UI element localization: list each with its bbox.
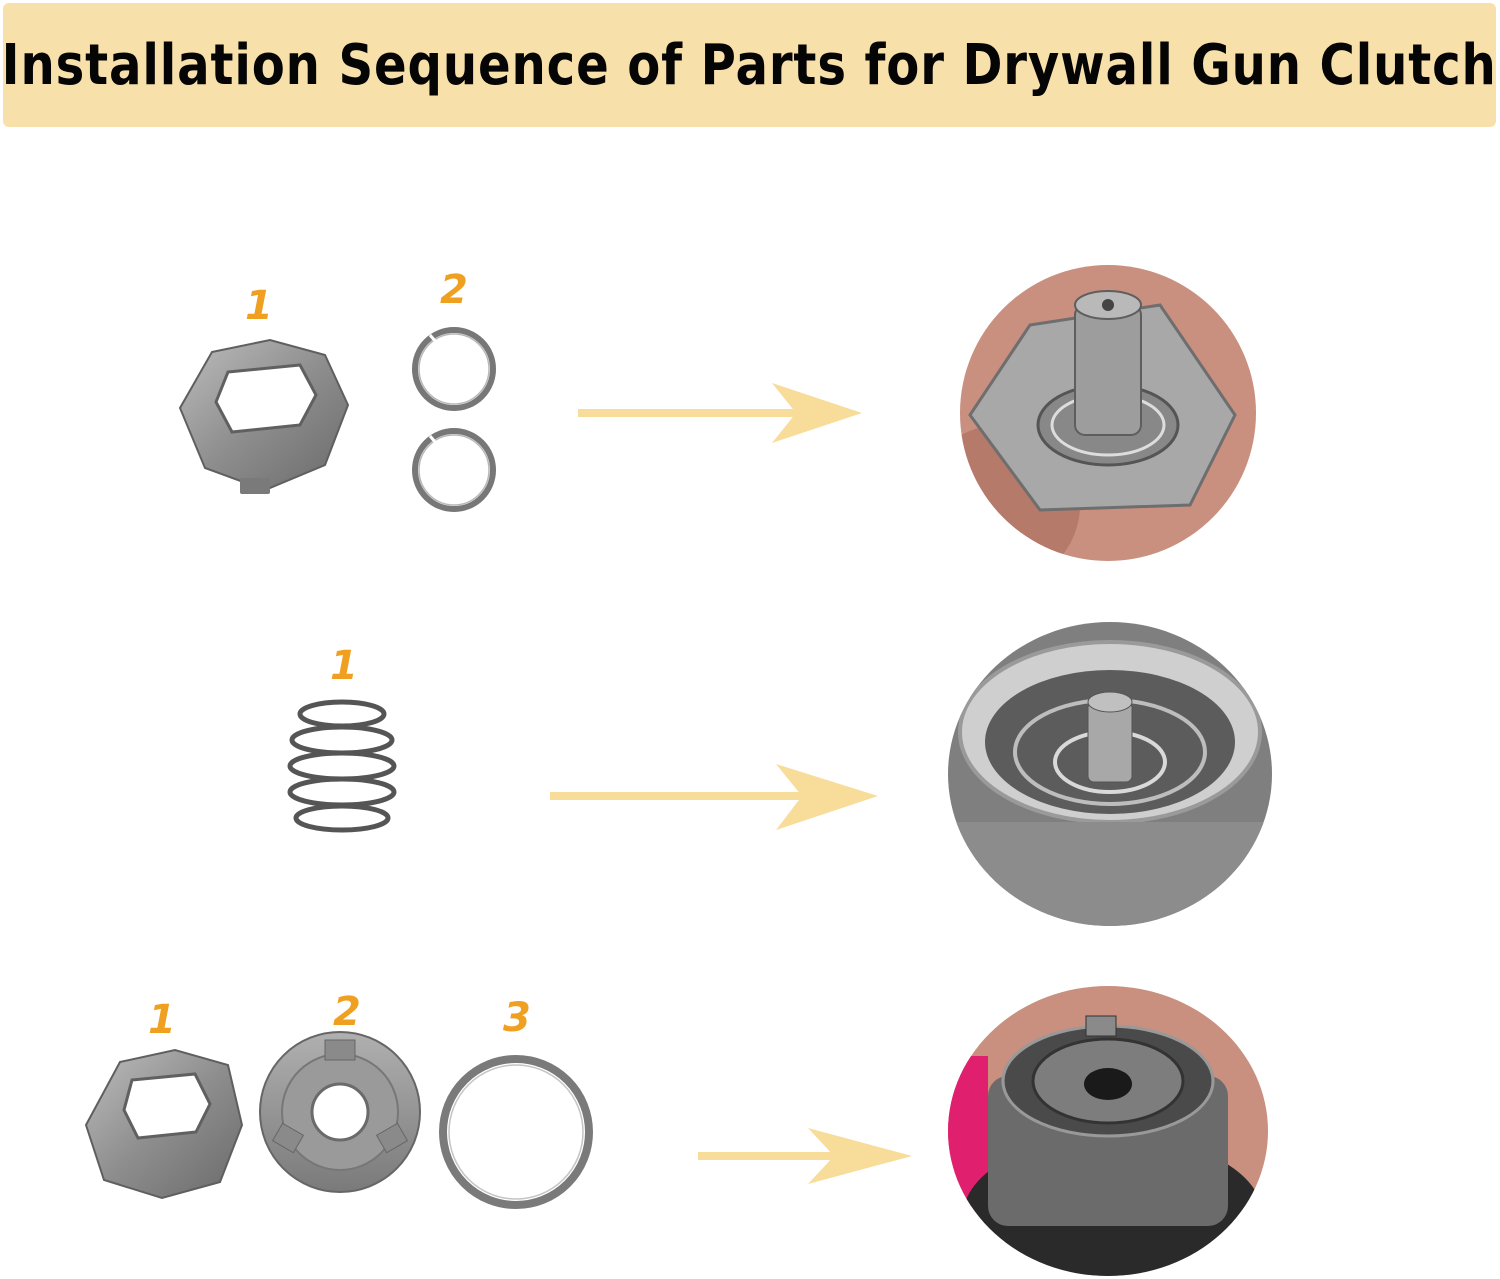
spring-icon [287,699,397,833]
installed-photo-step-2 [948,622,1272,926]
clutch-cone-icon [178,338,350,494]
step-3-label-1: 1 [148,997,176,1043]
step-1-label-2: 2 [440,267,468,313]
title-banner: Installation Sequence of Parts for Drywa… [1,3,1498,127]
arrow-icon [550,764,878,830]
arrow-icon [578,383,862,443]
clutch-cone-icon [84,1048,244,1200]
installed-photo-step-3 [948,986,1268,1276]
washer-icon [439,1055,593,1209]
arrow-icon [698,1128,912,1184]
snap-ring-icon [412,327,496,512]
step-3-label-3: 3 [503,995,531,1041]
step-3-label-2: 2 [333,989,361,1035]
step-1-label-1: 1 [245,283,273,329]
step-2-label-1: 1 [330,643,358,689]
clutch-plate-icon [259,1031,421,1193]
installed-photo-step-1 [960,265,1256,561]
page-title: Installation Sequence of Parts for Drywa… [1,32,1498,98]
